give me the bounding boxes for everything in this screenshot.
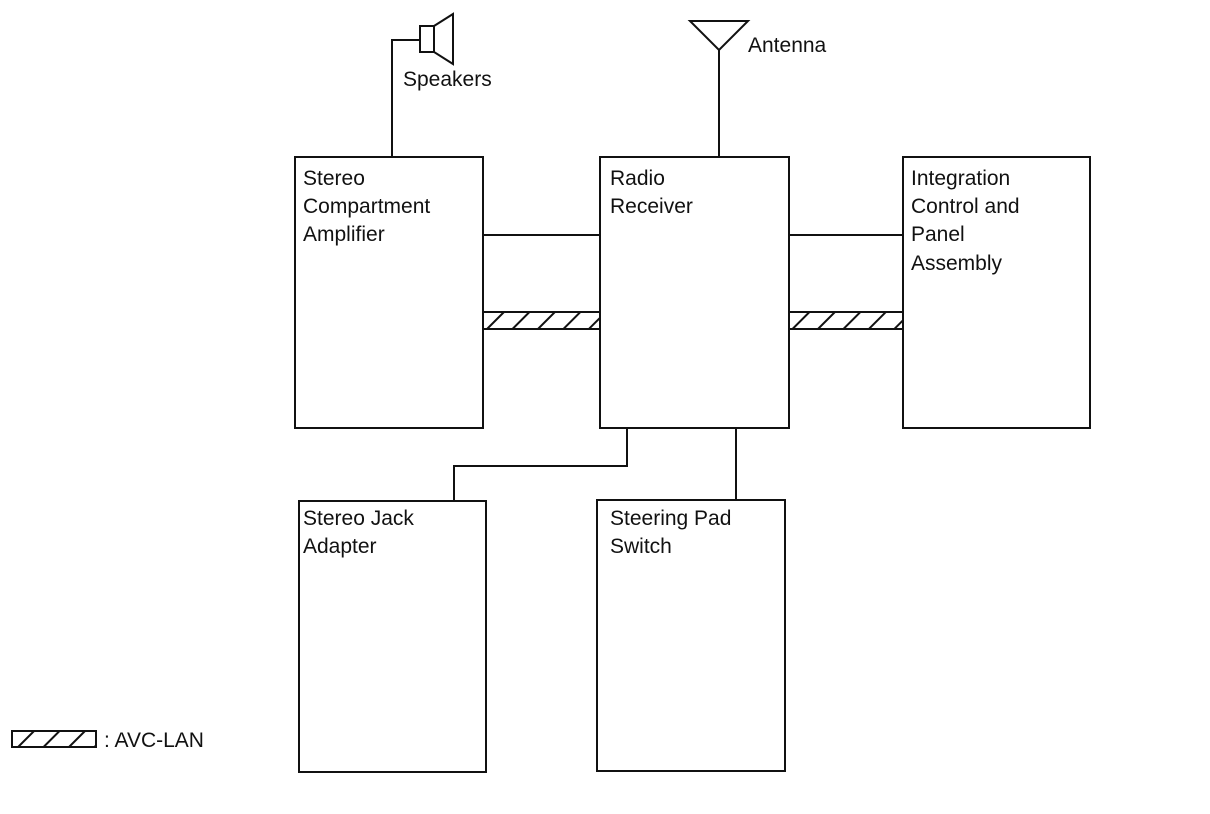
integration-label-line-1: Integration [911, 167, 1010, 190]
integration-label-line-4: Assembly [911, 252, 1003, 275]
jack-label-line-1: Stereo Jack [303, 507, 414, 530]
steering-label-line-1: Steering Pad [610, 507, 731, 530]
legend: : AVC-LAN [11, 729, 204, 752]
wire-receiver-jack-adapter [453, 428, 628, 501]
amplifier-label-line-3: Amplifier [303, 223, 385, 246]
avc-lan-link-receiver-integration [788, 311, 904, 330]
avc-lan-link-amplifier-receiver [482, 311, 601, 330]
antenna-icon [687, 20, 751, 52]
receiver-label-line-2: Receiver [610, 195, 693, 218]
legend-avc-lan-swatch [11, 730, 97, 748]
component-stereo-compartment-amplifier: Stereo Compartment Amplifier [294, 156, 484, 429]
component-integration-control-panel: Integration Control and Panel Assembly [902, 156, 1091, 429]
amplifier-label-line-1: Stereo [303, 167, 365, 190]
antenna-label: Antenna [748, 34, 827, 57]
wire-amplifier-speakers [391, 39, 420, 157]
receiver-label-line-1: Radio [610, 167, 665, 190]
component-steering-pad-switch: Steering Pad Switch [596, 499, 786, 772]
legend-avc-lan-label: : AVC-LAN [104, 729, 204, 752]
component-stereo-jack-adapter: Stereo Jack Adapter [298, 500, 487, 773]
speaker-icon [419, 12, 454, 66]
steering-label-line-2: Switch [610, 535, 672, 558]
integration-label-line-3: Panel [911, 223, 965, 246]
amplifier-label-line-2: Compartment [303, 195, 430, 218]
component-radio-receiver: Radio Receiver [599, 156, 790, 429]
jack-label-line-2: Adapter [303, 535, 377, 558]
speakers-label: Speakers [403, 68, 492, 91]
integration-label-line-2: Control and [911, 195, 1020, 218]
